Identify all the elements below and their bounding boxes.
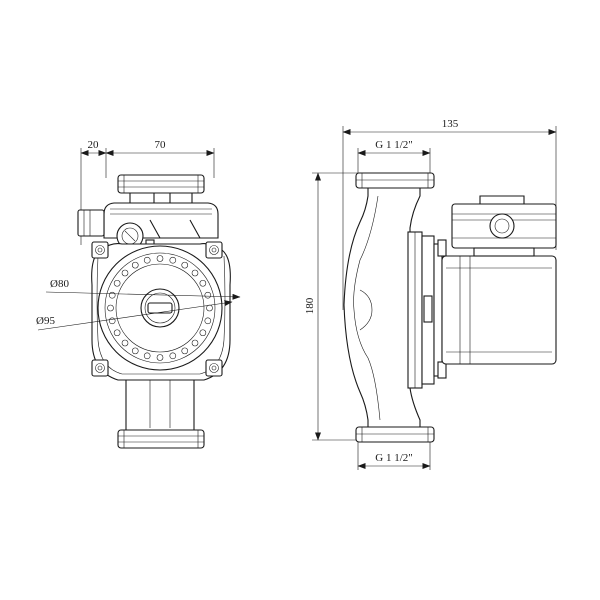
housing-rib — [113, 329, 121, 337]
housing-rib — [169, 256, 177, 264]
housing-rib — [191, 339, 199, 347]
thread-bottom-label: G 1 1/2" — [375, 452, 413, 464]
dim-flange-offset: 20 — [80, 139, 107, 156]
housing-rib — [113, 279, 121, 287]
dim-outer-diameter-label: Ø95 — [36, 315, 55, 327]
housing-rib — [107, 304, 114, 312]
front-housing — [91, 241, 231, 381]
side-bottom-connection — [355, 426, 435, 443]
dim-inner-diameter-label: Ø80 — [50, 278, 69, 290]
front-view: 20 70 — [36, 139, 241, 449]
dim-height-label: 180 — [304, 297, 316, 314]
dim-thread-top: G 1 1/2" — [357, 139, 431, 156]
housing-rib — [156, 354, 164, 361]
housing-rib — [204, 317, 212, 325]
housing-rib — [181, 261, 189, 269]
side-motor — [441, 255, 557, 365]
housing-rib — [181, 347, 189, 355]
housing-rib — [131, 261, 139, 269]
side-top-connection — [355, 172, 435, 189]
bolt-top-left — [91, 241, 109, 259]
side-terminal-box — [451, 195, 557, 257]
housing-rib — [108, 291, 116, 299]
housing-rib — [156, 255, 164, 262]
thread-top-label: G 1 1/2" — [375, 139, 413, 151]
housing-rib — [191, 269, 199, 277]
bolt-bottom-left — [91, 359, 109, 377]
housing-rib — [199, 329, 207, 337]
dim-overall-length: 135 — [342, 118, 557, 135]
side-volute — [343, 187, 421, 429]
dim-inner-diameter: Ø80 — [45, 278, 241, 300]
dim-height: 180 — [304, 172, 321, 441]
housing-rib — [108, 317, 116, 325]
dim-outer-diameter: Ø95 — [36, 300, 233, 331]
dim-width-label: 70 — [155, 139, 167, 151]
front-bottom-connection — [117, 380, 205, 449]
housing-rib — [121, 269, 129, 277]
bolt-top-right — [205, 241, 223, 259]
side-view: 135 G 1 1/2" 180 G 1 1/2" — [304, 118, 557, 470]
housing-rib — [121, 339, 129, 347]
housing-rib — [131, 347, 139, 355]
center-cap — [140, 288, 180, 328]
housing-rib — [143, 352, 151, 360]
dim-thread-bottom: G 1 1/2" — [357, 452, 431, 469]
dim-flange-offset-label: 20 — [88, 139, 100, 151]
dim-width: 70 — [105, 139, 215, 156]
housing-rib — [204, 291, 212, 299]
housing-rib — [169, 352, 177, 360]
bolt-bottom-right — [205, 359, 223, 377]
dim-overall-length-label: 135 — [442, 118, 459, 130]
housing-rib — [199, 279, 207, 287]
side-flange — [407, 231, 447, 389]
housing-rib — [143, 256, 151, 264]
front-top-connection — [117, 174, 205, 205]
